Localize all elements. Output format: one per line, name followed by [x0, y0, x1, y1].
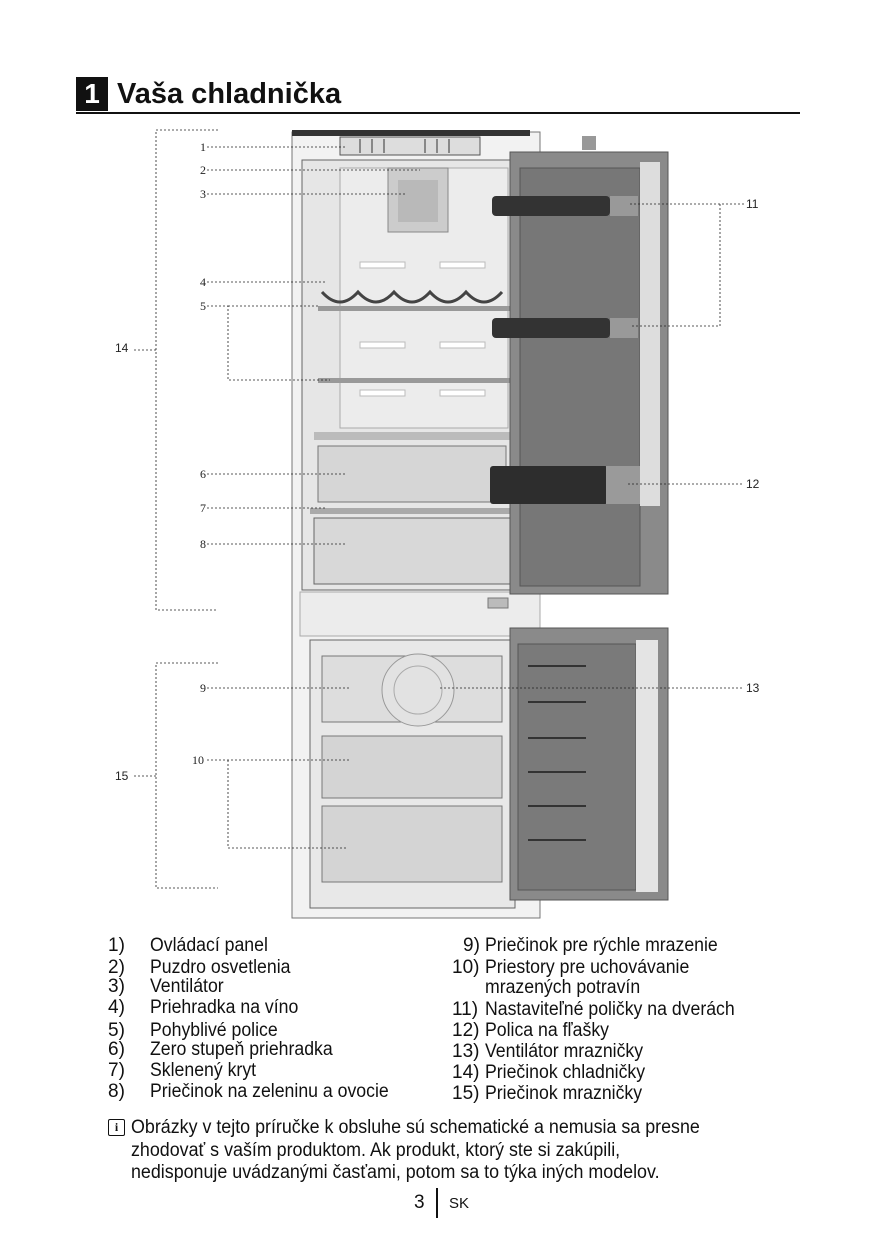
legend-item: Priečinok pre rýchle mrazenie: [485, 935, 718, 956]
legend-number: 1): [108, 935, 125, 956]
note-line: zhodovať s vaším produktom. Ak produkt, …: [131, 1140, 621, 1161]
callout-8: 8: [200, 537, 206, 551]
page-title: Vaša chladnička: [117, 78, 342, 110]
legend-number: 15): [452, 1083, 480, 1104]
note-line: Obrázky v tejto príručke k obsluhe sú sc…: [131, 1117, 700, 1138]
control-panel: [339, 136, 481, 156]
legend-item-continued: mrazených potravín: [485, 977, 641, 998]
freezer-drawer: [321, 735, 503, 799]
freezer-drawer: [321, 805, 503, 883]
wine-rack: [320, 289, 504, 304]
title-underline: [76, 112, 800, 114]
callout-9: 9: [200, 681, 206, 695]
callout-4: 4: [200, 275, 206, 289]
legend-number: 9): [463, 935, 480, 956]
legend-number: 3): [108, 976, 125, 997]
callout-1: 1: [200, 140, 206, 154]
legend-item: Nastaviteľné poličky na dverách: [485, 999, 735, 1020]
legend-item: Ovládací panel: [150, 935, 268, 956]
air-vents: [359, 261, 486, 397]
legend-item: Ventilátor: [150, 976, 224, 997]
door-shelf: [492, 196, 610, 216]
callout-7: 7: [200, 501, 206, 515]
shelf: [318, 378, 516, 383]
legend-number: 8): [108, 1081, 125, 1102]
legend-item: Sklenený kryt: [150, 1060, 257, 1081]
legend-number: 6): [108, 1039, 125, 1060]
freezer-fan-inner: [393, 665, 443, 715]
crisper-drawer: [313, 517, 511, 585]
language-code: SK: [449, 1195, 470, 1212]
page-number: 3: [414, 1192, 425, 1213]
door-shelf: [492, 318, 610, 338]
fridge-diagram: 1 2 3 4 5 6 7 8 9 10 11 12 13 14 15: [115, 129, 760, 919]
leader-lines: [134, 129, 744, 889]
shelf: [314, 432, 514, 440]
top-trim: [292, 130, 530, 136]
door-edge: [640, 162, 660, 506]
fridge-door-liner: [519, 167, 641, 587]
legend-item: Priečinok mrazničky: [485, 1083, 643, 1104]
legend-number: 13): [452, 1041, 480, 1062]
callout-2: 2: [200, 163, 206, 177]
callout-10: 10: [192, 753, 204, 767]
legend-item: Ventilátor mrazničky: [485, 1041, 644, 1062]
freezer-door-liner: [517, 643, 637, 891]
control-panel-marks: [359, 139, 450, 153]
legend-number: 4): [108, 997, 125, 1018]
footer-divider: [436, 1188, 438, 1218]
legend-number: 11): [452, 999, 479, 1020]
note-line: nedisponuje uvádzanými časťami, potom sa…: [131, 1162, 660, 1183]
zero-degree-drawer: [317, 445, 507, 503]
callout-13: 13: [746, 681, 760, 695]
legend-item: Priečinok na zeleninu a ovocie: [150, 1081, 389, 1102]
callout-11: 11: [746, 197, 759, 211]
freezer-door-ribs: [528, 665, 586, 841]
callout-6: 6: [200, 467, 206, 481]
legend-number: 10): [452, 957, 480, 978]
freezer-door-edge: [636, 640, 658, 892]
divider-latch: [487, 597, 509, 609]
legend-item: Polica na fľašky: [485, 1020, 609, 1041]
legend-number: 12): [452, 1020, 480, 1041]
door-shelf-end: [610, 196, 638, 216]
callout-12: 12: [746, 477, 760, 491]
glass-cover: [310, 508, 514, 514]
legend-item: Puzdro osvetlenia: [150, 957, 291, 978]
legend-item: Priehradka na víno: [150, 997, 299, 1018]
legend-number: 14): [452, 1062, 480, 1083]
callout-3: 3: [200, 187, 206, 201]
bottle-shelf-end: [606, 466, 640, 504]
freezer-fan: [381, 653, 455, 727]
shelf: [318, 306, 516, 311]
callout-14: 14: [115, 341, 129, 355]
legend-item: Priestory pre uchovávanie: [485, 957, 690, 978]
legend-item: Zero stupeň priehradka: [150, 1039, 333, 1060]
callout-5: 5: [200, 299, 206, 313]
legend-number: 5): [108, 1020, 125, 1041]
hinge: [582, 136, 596, 150]
legend-item: Priečinok chladničky: [485, 1062, 646, 1083]
legend-item: Pohyblivé police: [150, 1020, 278, 1041]
info-icon: i: [108, 1119, 125, 1136]
fan-grille: [398, 180, 438, 222]
callout-15: 15: [115, 769, 129, 783]
legend-number: 2): [108, 957, 125, 978]
section-number: 1: [76, 77, 108, 111]
legend-number: 7): [108, 1060, 125, 1081]
door-shelf-end: [610, 318, 638, 338]
bottle-shelf: [490, 466, 608, 504]
